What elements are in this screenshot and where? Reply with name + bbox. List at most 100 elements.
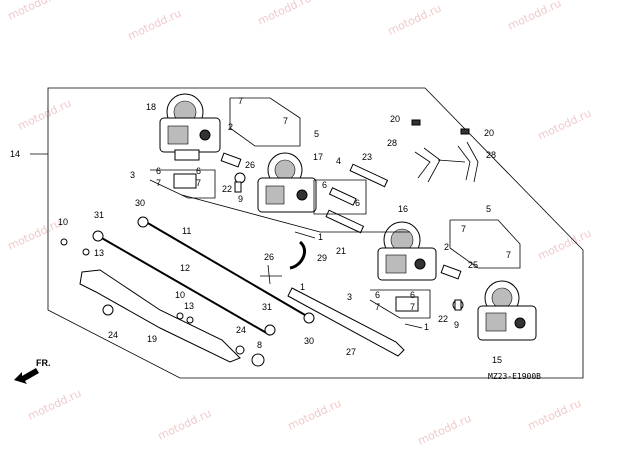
grommet-24: [102, 304, 114, 316]
screw-13: [82, 248, 90, 256]
callout-1: 1: [424, 322, 429, 332]
watermark-text: motodd.ru: [386, 2, 444, 38]
callout-11: 11: [182, 226, 191, 236]
callout-1: 1: [318, 232, 323, 242]
washer-31: [264, 324, 276, 336]
joint-pipe-21: [325, 209, 365, 234]
callout-25: 25: [468, 260, 478, 270]
leader-line: [294, 231, 316, 239]
washer-30: [303, 312, 315, 324]
watermark-text: motodd.ru: [26, 387, 84, 423]
link-rod-11: [145, 221, 306, 316]
callout-22: 22: [222, 184, 232, 194]
callout-26: 26: [264, 252, 274, 262]
leader-line: [181, 194, 321, 233]
screw-13: [186, 316, 194, 324]
callout-18: 18: [146, 102, 156, 112]
direction-indicator: FR.: [14, 358, 51, 384]
washer-31: [92, 230, 104, 242]
callout-16: 16: [398, 204, 408, 214]
front-arrow-icon: [14, 368, 39, 384]
callout-6: 6: [410, 290, 415, 300]
callout-4: 4: [336, 156, 341, 166]
callout-24: 24: [108, 330, 118, 340]
callout-7: 7: [156, 178, 161, 188]
callout-6: 6: [196, 166, 201, 176]
drain-tube-27: [287, 287, 405, 357]
callout-3: 3: [347, 292, 352, 302]
callout-2: 2: [228, 122, 233, 132]
callout-7: 7: [283, 116, 288, 126]
watermark-text: motodd.ru: [16, 97, 74, 133]
clip-20: [411, 119, 421, 126]
callout-9: 9: [238, 194, 243, 204]
callout-5: 5: [314, 129, 319, 139]
watermark-text: motodd.ru: [526, 397, 584, 433]
callout-7: 7: [461, 224, 466, 234]
callout-24: 24: [236, 325, 246, 335]
callout-30: 30: [304, 336, 314, 346]
watermark-text: motodd.ru: [256, 0, 314, 28]
link-rod-12: [99, 236, 271, 336]
callout-26: 26: [245, 160, 255, 170]
callout-12: 12: [180, 263, 190, 273]
callout-22: 22: [438, 314, 448, 324]
grommet-24: [235, 345, 245, 355]
callout-labels: 14 18 7 7 2 5 26 17 3 6 7 6 7 22 9 4 23 …: [10, 96, 511, 365]
tube-29: [289, 240, 306, 270]
watermark-text: motodd.ru: [536, 107, 594, 143]
carburetor-16: [377, 221, 437, 281]
callout-20: 20: [484, 128, 494, 138]
leader-line: [404, 323, 423, 329]
spring-8: [251, 353, 265, 367]
diagram-code: MZ23-E1900B: [488, 372, 541, 381]
joint-pipe-26: [440, 264, 462, 280]
callout-30: 30: [135, 198, 145, 208]
fuel-tube: [437, 159, 466, 163]
group-bracket: [369, 289, 431, 319]
callout-6: 6: [156, 166, 161, 176]
screw-10: [60, 238, 68, 246]
callout-8: 8: [257, 340, 262, 350]
screw-9: [454, 299, 462, 311]
callout-10: 10: [175, 290, 185, 300]
callout-31: 31: [262, 302, 272, 312]
fuel-tube-28: [414, 151, 431, 179]
washer-30: [137, 216, 149, 228]
carburetor-18: [159, 93, 221, 161]
callout-19: 19: [147, 334, 157, 344]
callout-10: 10: [58, 217, 68, 227]
callout-7: 7: [238, 96, 243, 106]
fitting: [260, 264, 282, 285]
callout-7: 7: [410, 302, 415, 312]
group-bracket-4: [313, 179, 367, 215]
callout-6: 6: [375, 290, 380, 300]
watermark-text: motodd.ru: [6, 217, 64, 253]
callout-6: 6: [322, 180, 327, 190]
fuel-tube-28: [423, 147, 441, 183]
callout-2: 2: [444, 242, 449, 252]
screw-10: [176, 312, 184, 320]
callout-23: 23: [362, 152, 372, 162]
group-bracket-5: [449, 219, 521, 269]
plate-19: [79, 269, 241, 363]
watermark-text: motodd.ru: [416, 412, 474, 448]
callout-29: 29: [317, 253, 327, 263]
callout-31: 31: [94, 210, 104, 220]
callout-3: 3: [130, 170, 135, 180]
callout-13: 13: [94, 248, 104, 258]
carburetor-17: [257, 152, 317, 213]
assembly-frame: [47, 87, 584, 379]
watermark-text: motodd.ru: [126, 7, 184, 43]
callout-20: 20: [390, 114, 400, 124]
callout-21: 21: [336, 246, 346, 256]
watermark-text: motodd.ru: [506, 0, 564, 33]
joint-pipe: [328, 187, 357, 206]
callout-1: 1: [300, 282, 305, 292]
clip-20: [460, 128, 470, 135]
joint-3: [173, 173, 197, 189]
watermark-text: motodd.ru: [286, 397, 344, 433]
callout-27: 27: [346, 347, 356, 357]
callout-7: 7: [506, 250, 511, 260]
